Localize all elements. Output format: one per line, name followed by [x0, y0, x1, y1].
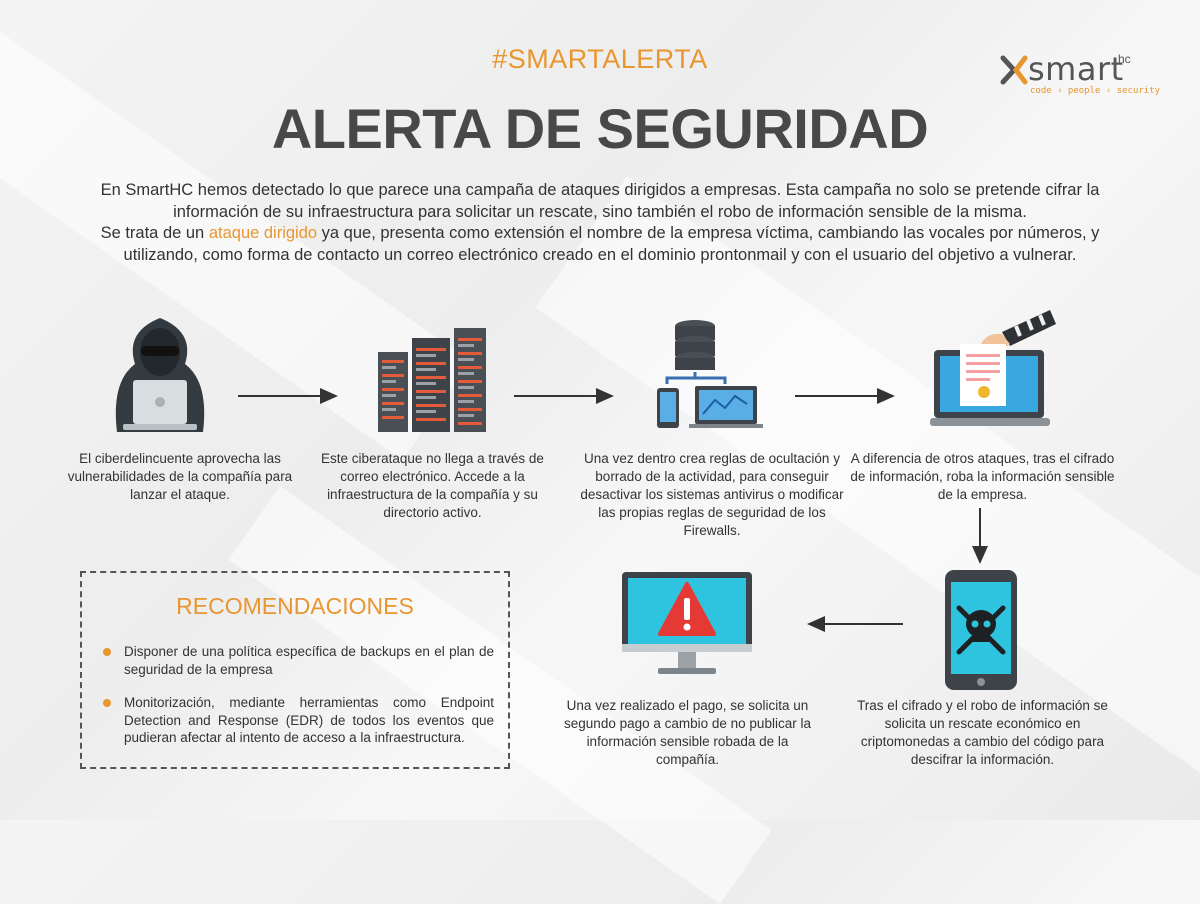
- recommendation-text: Disponer de una política específica de b…: [124, 644, 494, 677]
- page-title: ALERTA DE SEGURIDAD: [271, 97, 929, 160]
- intro-line-2-start: Se trata de un: [100, 224, 209, 242]
- laptop-data-theft-icon: [930, 310, 1056, 426]
- intro-text: En SmartHC hemos detectado lo que parece…: [70, 180, 1130, 266]
- recommendation-text: Monitorización, mediante herramientas co…: [124, 695, 494, 745]
- caption-servers: Este ciberataque no llega a través de co…: [321, 451, 544, 520]
- arrow-right-icon: [514, 388, 614, 404]
- caption-monitor: Una vez realizado el pago, se solicita u…: [564, 698, 811, 767]
- logo-tagline: code › people ‹ security: [1030, 86, 1161, 96]
- arrow-right-icon: [238, 388, 338, 404]
- hacker-icon: [115, 318, 205, 432]
- monitor-alert-icon: [622, 572, 752, 674]
- smarthc-logo: smart hc code › people ‹ security: [1000, 48, 1160, 98]
- logo-word: smart: [1028, 50, 1124, 88]
- arrow-down-icon: [972, 508, 988, 564]
- intro-line-2-end: ya que, presenta como extensión el nombr…: [123, 224, 1100, 264]
- bullet-icon: [103, 648, 111, 656]
- intro-line-1: En SmartHC hemos detectado lo que parece…: [100, 181, 1100, 221]
- arrow-left-icon: [807, 616, 903, 632]
- caption-network: Una vez dentro crea reglas de ocultación…: [580, 451, 844, 538]
- bullet-icon: [103, 699, 111, 707]
- caption-laptop: A diferencia de otros ataques, tras el c…: [850, 451, 1115, 502]
- logo-superscript: hc: [1118, 52, 1131, 66]
- intro-highlight: ataque dirigido: [208, 224, 318, 242]
- recommendation-item: Monitorización, mediante herramientas co…: [103, 694, 494, 747]
- caption-hacker: El ciberdelincuente aprovecha las vulner…: [67, 451, 293, 502]
- network-icon: [657, 320, 763, 428]
- recommendations-title: RECOMENDACIONES: [176, 593, 414, 619]
- recommendation-item: Disponer de una política específica de b…: [103, 643, 494, 678]
- logo-mark-icon: [1000, 55, 1028, 85]
- arrow-right-icon: [795, 388, 895, 404]
- caption-phone: Tras el cifrado y el robo de información…: [857, 698, 1108, 767]
- phone-skull-icon: [945, 570, 1017, 690]
- hashtag: #SMARTALERTA: [492, 44, 708, 74]
- servers-icon: [378, 328, 486, 432]
- recommendations-box: RECOMENDACIONES Disponer de una política…: [80, 571, 510, 769]
